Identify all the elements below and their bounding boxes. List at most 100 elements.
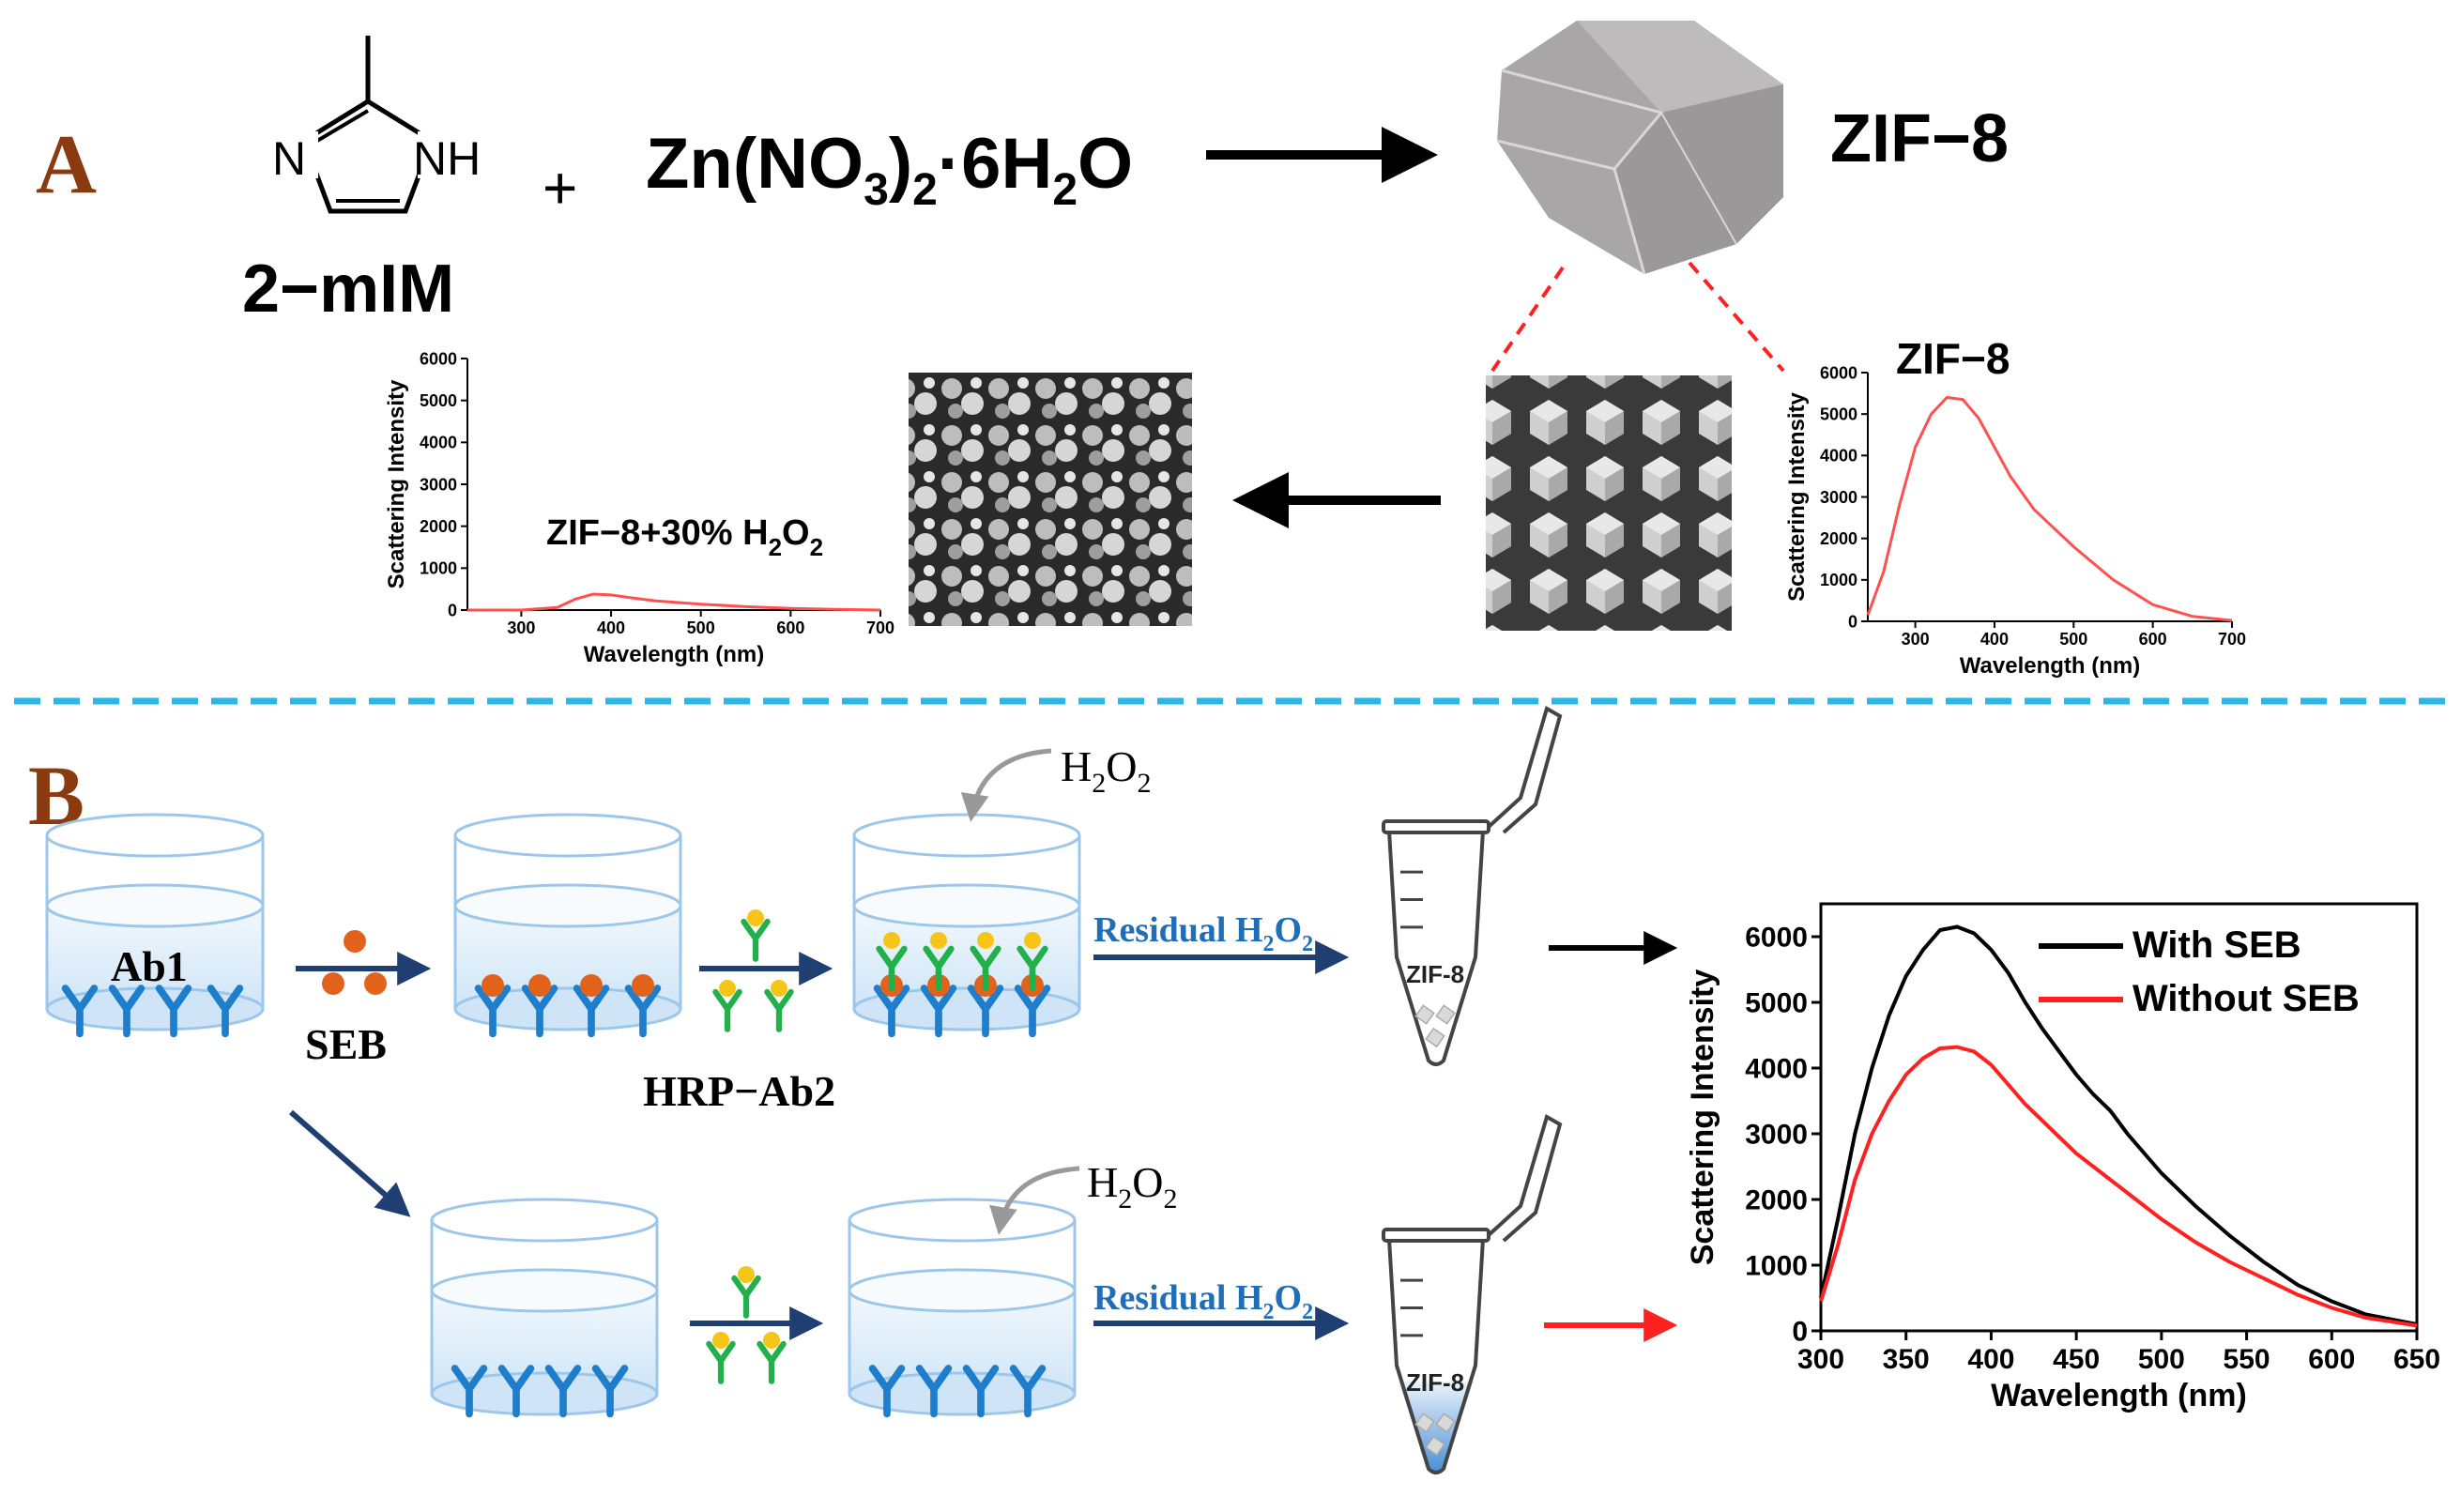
capture-antibody-icon (591, 1365, 629, 1418)
capture-antibody-icon (155, 985, 192, 1038)
zoom-line-right (1688, 261, 1785, 373)
capture-antibody-icon (873, 985, 910, 1038)
beaker-liquid-surface (45, 883, 265, 928)
x-tick-label: 400 (1967, 1344, 2014, 1375)
x-tick-label: 700 (2218, 630, 2246, 649)
hrp-enzyme-icon (771, 980, 787, 997)
x-tick-label: 600 (2308, 1344, 2355, 1375)
hrp-enzyme-icon (719, 980, 736, 997)
h2o2-label-bottom: H2O2 (1087, 1158, 1177, 1214)
zinc-nitrate-formula: Zn(NO3)2·6H2O (646, 124, 1133, 215)
capture-antibody-icon (1009, 1365, 1047, 1418)
capture-antibody-icon (868, 1365, 906, 1418)
seb-antigen-icon (580, 974, 603, 997)
ab1-label: Ab1 (111, 942, 188, 990)
y-tick-label: 2000 (1745, 1185, 1808, 1216)
beaker-rim (453, 813, 682, 858)
capture-antibody-icon (920, 985, 957, 1038)
seb-antigen-icon (632, 974, 654, 997)
seb-antigen-icon (344, 930, 366, 953)
x-tick-label: 500 (2059, 630, 2087, 649)
y-tick-label: 5000 (1820, 405, 1857, 423)
capture-antibody-icon (915, 1365, 953, 1418)
x-tick-label: 300 (507, 619, 535, 637)
2-methylimidazole-structure: N NH (272, 36, 483, 214)
hrp-antibody-icon (923, 945, 955, 992)
y-tick-label: 6000 (1820, 363, 1857, 382)
hrp-ab2-label: HRP−Ab2 (643, 1067, 835, 1115)
hrp-enzyme-icon (930, 932, 947, 949)
y-tick-label: 3000 (1820, 488, 1857, 507)
hrp-enzyme-icon (763, 1332, 780, 1349)
hrp-enzyme-icon (712, 1332, 729, 1349)
capture-antibody-icon (962, 1365, 1000, 1418)
capture-antibody-icon (451, 1365, 488, 1418)
beaker-liquid-surface (848, 1268, 1077, 1313)
residual-h2o2-label-bottom: Residual H2O2 (1093, 1278, 1313, 1324)
x-tick-label: 300 (1797, 1344, 1844, 1375)
zoom-line-left (1490, 266, 1565, 373)
y-tick-label: 2000 (420, 517, 457, 536)
seb-antigen-icon (528, 974, 551, 997)
seb-antigen-icon (482, 974, 504, 997)
x-tick-label: 350 (1883, 1344, 1930, 1375)
seb-antigen-icon (364, 972, 387, 995)
x-tick-label: 600 (2139, 630, 2167, 649)
x-tick-label: 450 (2053, 1344, 2100, 1375)
y-tick-label: 1000 (1745, 1251, 1808, 1282)
beaker (852, 813, 1081, 1038)
y-tick-label: 4000 (1820, 447, 1857, 466)
hrp-enzyme-icon (747, 909, 764, 926)
hrp-antibody-icon (741, 918, 771, 962)
hrp-enzyme-icon (883, 932, 900, 949)
product-zif8-label: ZIF−8 (1830, 101, 2009, 176)
hrp-antibody-icon (712, 988, 742, 1032)
x-tick-label: 500 (687, 619, 715, 637)
x-axis-label: Wavelength (nm) (1991, 1378, 2247, 1413)
hrp-antibody-icon (757, 1340, 787, 1384)
hrp-antibody-icon (731, 1275, 761, 1319)
x-tick-label: 300 (1902, 630, 1930, 649)
capture-antibody-icon (206, 985, 244, 1038)
panel-b-label: B (28, 750, 84, 843)
y-tick-label: 0 (1848, 612, 1857, 631)
y-tick-label: 4000 (420, 434, 457, 452)
zif8-particle-icon (1425, 1435, 1445, 1457)
beaker-rim (45, 813, 265, 858)
beaker-liquid-surface (453, 883, 682, 928)
beaker-layer (45, 813, 1081, 1418)
capture-antibody-icon (108, 985, 145, 1038)
plus-sign: + (543, 154, 577, 221)
beaker (430, 1198, 659, 1418)
tube-cap-rim (1382, 819, 1490, 834)
chart-a-right-title: ZIF−8 (1896, 334, 2010, 383)
beaker-rim (852, 813, 1081, 858)
capture-antibody-icon (497, 1365, 535, 1418)
y-axis-label: Scattering Intensity (1784, 391, 1810, 601)
x-tick-label: 650 (2393, 1344, 2440, 1375)
beaker (45, 813, 265, 1038)
y-tick-label: 0 (1792, 1317, 1808, 1348)
zif8-particle-icon (1435, 1004, 1456, 1025)
y-tick-label: 0 (448, 601, 457, 619)
y-tick-label: 6000 (420, 349, 457, 368)
h2o2-add-arrow-top (960, 748, 1052, 822)
y-tick-label: 1000 (1820, 571, 1857, 589)
x-tick-label: 700 (866, 619, 894, 637)
hrp-antibody-icon (706, 1340, 736, 1384)
y-tick-label: 6000 (1745, 923, 1808, 954)
y-tick-label: 1000 (420, 559, 457, 578)
beaker (848, 1198, 1077, 1418)
reactant-2-mim-label: 2−mIM (242, 252, 454, 327)
chart-a-left-annotation: ZIF−8+30% H2O2 (546, 513, 823, 561)
y-tick-label: 2000 (1820, 529, 1857, 548)
hrp-antibody-icon (970, 945, 1001, 992)
arrow-no-seb-branch (289, 1109, 411, 1217)
series-line-without-seb (1819, 1045, 2418, 1328)
x-tick-label: 500 (2138, 1344, 2185, 1375)
